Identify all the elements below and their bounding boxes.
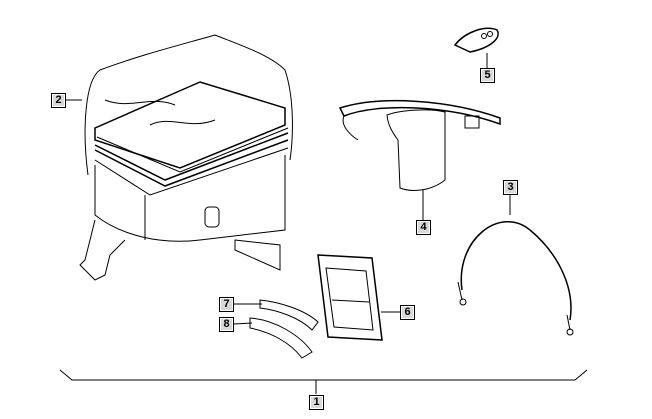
security-cable-drawing [457, 220, 574, 336]
part-label-2[interactable]: 2 [51, 93, 66, 108]
part-label-8[interactable]: 8 [219, 317, 234, 332]
part-label-7[interactable]: 7 [219, 297, 234, 312]
tank-bag-drawing [79, 34, 293, 281]
part-label-6[interactable]: 6 [400, 305, 415, 320]
document-holder-drawing [317, 254, 383, 341]
part-label-1[interactable]: 1 [309, 395, 324, 410]
set-bracket [59, 369, 588, 381]
part-label-4[interactable]: 4 [416, 220, 431, 235]
key-fob-drawing [453, 27, 499, 53]
belt-pouch-drawing [338, 99, 501, 191]
straps-drawing [249, 299, 319, 359]
part-label-5[interactable]: 5 [480, 68, 495, 83]
part-label-3[interactable]: 3 [503, 180, 518, 195]
